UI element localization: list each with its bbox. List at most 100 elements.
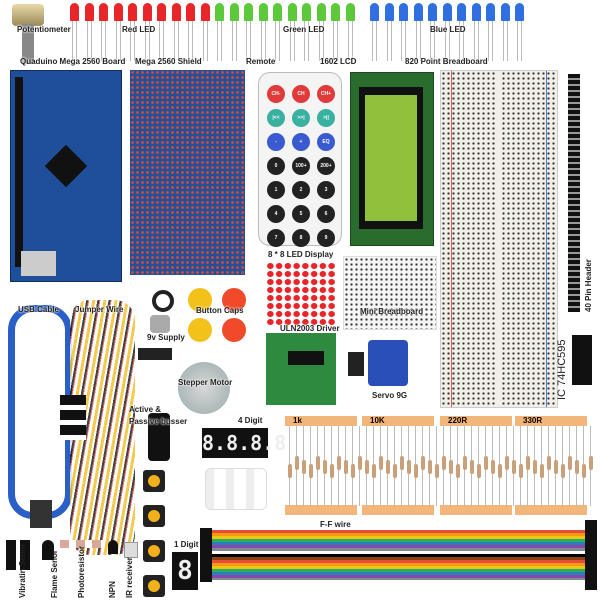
button-cap-yellow bbox=[188, 318, 212, 342]
label-potentiometer: Potentiometer bbox=[17, 25, 71, 34]
resistor bbox=[463, 455, 467, 470]
red-led bbox=[128, 3, 137, 21]
green-led bbox=[345, 3, 355, 21]
resistor bbox=[428, 459, 432, 474]
resistor bbox=[498, 463, 502, 478]
resistor bbox=[288, 463, 292, 478]
resistor bbox=[372, 463, 376, 478]
led-leg bbox=[488, 21, 489, 61]
buzzer bbox=[148, 413, 170, 461]
led-leg bbox=[86, 21, 88, 61]
led-leg bbox=[173, 21, 175, 61]
ring bbox=[152, 290, 174, 312]
remote-key: 7 bbox=[267, 229, 285, 247]
led-leg bbox=[188, 21, 189, 61]
label-lcd: 1602 LCD bbox=[320, 57, 357, 66]
green-led bbox=[316, 3, 326, 21]
resistor-label-1k: 1k bbox=[285, 416, 357, 426]
blue-led bbox=[457, 3, 466, 21]
red-led bbox=[157, 3, 166, 21]
led-leg bbox=[279, 21, 280, 61]
led-leg bbox=[434, 21, 435, 61]
vibration-sensor bbox=[6, 540, 34, 570]
led-leg bbox=[333, 21, 334, 61]
flame-sensor bbox=[42, 540, 54, 560]
led-leg bbox=[304, 21, 305, 61]
remote-key: |<< bbox=[267, 109, 285, 127]
led-leg bbox=[144, 21, 146, 61]
ic-74hc595 bbox=[572, 335, 592, 385]
led-leg bbox=[444, 21, 446, 61]
resistor bbox=[393, 463, 397, 478]
green-led bbox=[244, 3, 253, 21]
led-leg bbox=[192, 21, 193, 61]
remote-key: CH+ bbox=[317, 85, 335, 103]
resistor bbox=[358, 455, 362, 470]
resistor bbox=[330, 463, 334, 478]
label-jumper-wire: Jumper Wire bbox=[75, 305, 124, 314]
resistor bbox=[442, 455, 446, 470]
npn-transistor bbox=[108, 540, 118, 554]
servo-9g bbox=[368, 340, 408, 386]
led-leg bbox=[260, 21, 262, 61]
led-leg bbox=[105, 21, 106, 61]
remote-key: >>| bbox=[292, 109, 310, 127]
blue-led bbox=[413, 3, 423, 21]
label-remote: Remote bbox=[246, 57, 276, 66]
push-button bbox=[143, 505, 165, 527]
green-led bbox=[215, 3, 224, 21]
led-leg bbox=[289, 21, 291, 61]
led-leg bbox=[448, 21, 450, 61]
led-leg bbox=[405, 21, 406, 61]
led-leg bbox=[386, 21, 388, 61]
resistor bbox=[400, 455, 404, 470]
ff-wire-ribbon bbox=[205, 530, 595, 580]
label-9v-supply: 9v Supply bbox=[147, 333, 185, 342]
led-leg bbox=[517, 21, 518, 61]
red-led bbox=[171, 3, 181, 21]
blue-led bbox=[486, 3, 495, 21]
blue-led bbox=[370, 3, 379, 21]
resistor bbox=[295, 455, 299, 470]
led-leg bbox=[322, 21, 324, 61]
remote-key: 6 bbox=[317, 205, 335, 223]
red-led bbox=[186, 3, 195, 21]
led-leg bbox=[502, 21, 504, 61]
label-1-digit: 1 Digit bbox=[174, 540, 199, 549]
resistor-tape bbox=[285, 505, 357, 515]
resistor bbox=[309, 463, 313, 478]
blue-led bbox=[500, 3, 510, 21]
label-ir-receiver: IR receiver bbox=[125, 557, 134, 598]
remote-key: CH- bbox=[267, 85, 285, 103]
blue-led bbox=[384, 3, 394, 21]
resistor-tape bbox=[440, 505, 512, 515]
red-led bbox=[70, 3, 79, 21]
blue-led bbox=[399, 3, 408, 21]
led-matrix-8x8 bbox=[266, 262, 336, 326]
led-leg bbox=[492, 21, 493, 61]
blue-led bbox=[471, 3, 481, 21]
resistor-label-220r: 220R bbox=[440, 416, 512, 426]
resistor-tape bbox=[515, 505, 587, 515]
red-led bbox=[200, 3, 210, 21]
resistor bbox=[337, 455, 341, 470]
button-cap-red bbox=[222, 288, 246, 312]
led-leg bbox=[217, 21, 218, 61]
led-leg bbox=[76, 21, 77, 61]
label-blue-led: Blue LED bbox=[430, 25, 466, 34]
remote-key: 0 bbox=[267, 157, 285, 175]
label-stepper-motor: Stepper Motor bbox=[178, 378, 233, 387]
remote-key: 1 bbox=[267, 181, 285, 199]
led-leg bbox=[506, 21, 508, 61]
led-leg bbox=[119, 21, 121, 61]
resistor-tape bbox=[362, 505, 434, 515]
label-mini-breadboard: Mini Breadboard bbox=[360, 307, 424, 316]
breadboard-820 bbox=[440, 70, 558, 408]
resistor bbox=[316, 455, 320, 470]
led-leg bbox=[473, 21, 475, 61]
green-led bbox=[302, 3, 311, 21]
remote-key: 100+ bbox=[292, 157, 310, 175]
label-photoresistor: Photoresistor bbox=[77, 545, 86, 598]
resistor bbox=[414, 463, 418, 478]
